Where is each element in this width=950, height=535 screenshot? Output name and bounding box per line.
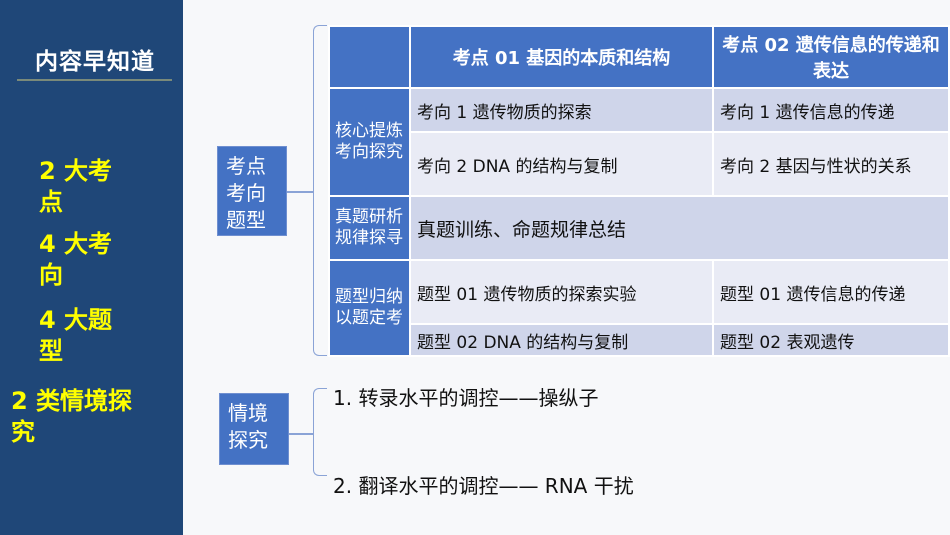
table-cell: 真题训练、命题规律总结 bbox=[409, 195, 950, 261]
connector bbox=[289, 433, 313, 435]
header-kaodian-01: 考点 01 基因的本质和结构 bbox=[409, 25, 714, 89]
table-cell: 题型 02 DNA 的结构与复制 bbox=[409, 323, 714, 357]
summary-item-qingjing: 2 类情境探究 bbox=[11, 387, 133, 446]
table-cell: 题型 02 表观遗传 bbox=[712, 323, 950, 357]
table-cell: 考向 2 DNA 的结构与复制 bbox=[409, 131, 714, 197]
summary-item-kaoxiang: 4 大考向 bbox=[39, 230, 113, 289]
header-kaodian-02: 考点 02 遗传信息的传递和表达 bbox=[712, 25, 950, 89]
section-tixing: 题型归纳以题定考 bbox=[328, 259, 411, 357]
table-cell: 考向 1 遗传物质的探索 bbox=[409, 87, 714, 133]
context-item-2: 2. 翻译水平的调控—— RNA 干扰 bbox=[333, 474, 634, 498]
header-empty bbox=[328, 25, 411, 89]
context-item-1: 1. 转录水平的调控——操纵子 bbox=[333, 386, 599, 410]
table-cell: 考向 1 遗传信息的传递 bbox=[712, 87, 950, 133]
summary-item-tixing: 4 大题型 bbox=[39, 306, 113, 365]
sidebar-title: 内容早知道 bbox=[35, 49, 155, 75]
qingjing-box: 情境探究 bbox=[219, 393, 289, 465]
bracket bbox=[313, 25, 327, 356]
table-cell: 题型 01 遗传物质的探索实验 bbox=[409, 259, 714, 325]
bracket bbox=[313, 388, 327, 476]
section-hexin: 核心提炼考向探究 bbox=[328, 87, 411, 197]
connector bbox=[287, 191, 313, 193]
divider bbox=[17, 79, 172, 81]
summary-item-kaodian: 2 大考点 bbox=[39, 157, 113, 216]
table-cell: 考向 2 基因与性状的关系 bbox=[712, 131, 950, 197]
overview-table: 考点 01 基因的本质和结构 考点 02 遗传信息的传递和表达 核心提炼考向探究… bbox=[328, 25, 950, 357]
table-cell: 题型 01 遗传信息的传递 bbox=[712, 259, 950, 325]
sidebar: 内容早知道 2 大考点 4 大考向 4 大题型 2 类情境探究 bbox=[0, 0, 183, 535]
kaodian-box: 考点考向题型 bbox=[217, 146, 287, 236]
section-zhenti: 真题研析规律探寻 bbox=[328, 195, 411, 261]
